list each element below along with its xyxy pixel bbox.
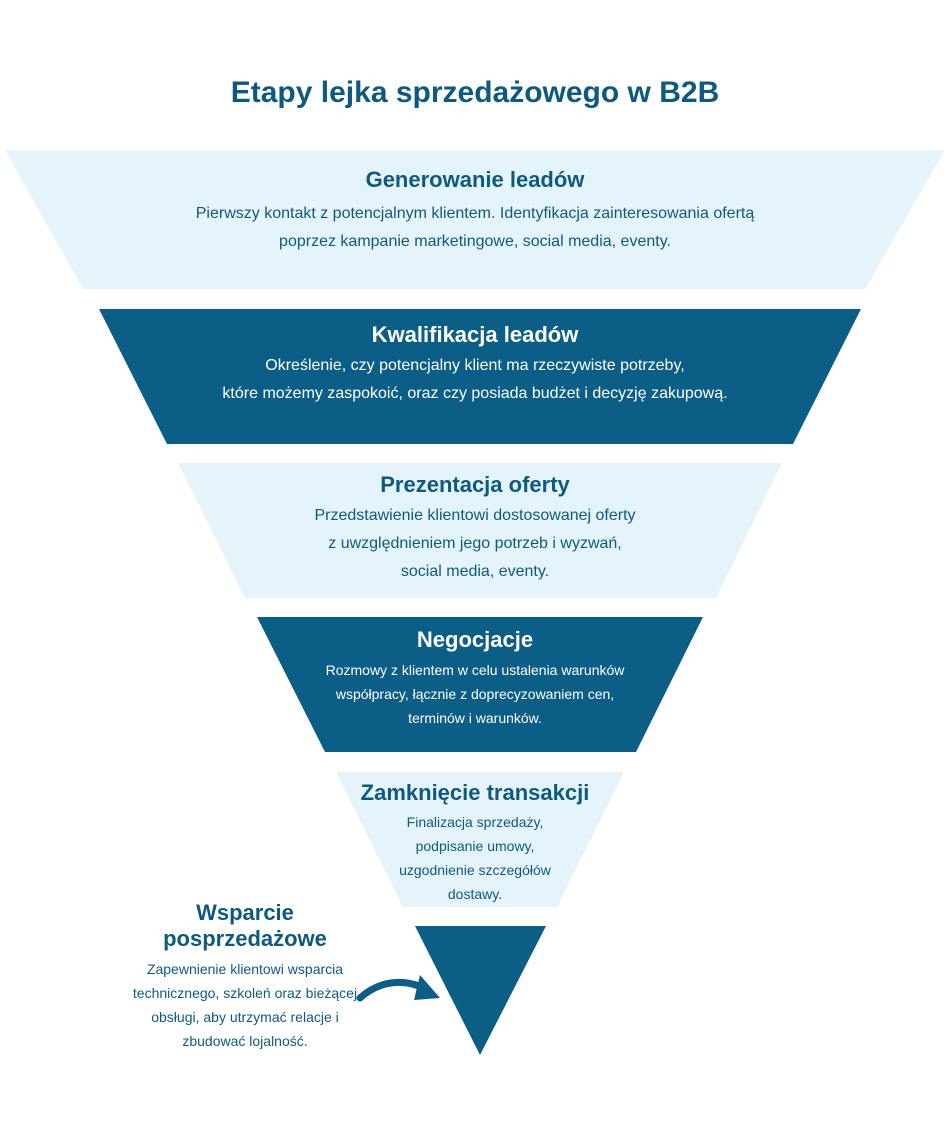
stage-heading: Wsparcie posprzedażowe: [100, 900, 390, 952]
funnel-tip-triangle: [415, 926, 546, 1055]
desc-line: Rozmowy z klientem w celu ustalenia waru…: [325, 662, 625, 678]
desc-line: z uwzględnieniem jego potrzeb i wyzwań,: [328, 535, 622, 552]
page-title: Etapy lejka sprzedażowego w B2B: [230, 76, 720, 109]
desc-line: uzgodnienie szczegółów: [399, 862, 551, 878]
desc-line: podpisanie umowy,: [415, 838, 535, 854]
desc-line: poprzez kampanie marketingowe, social me…: [279, 233, 671, 250]
funnel-band-2: [99, 309, 861, 444]
funnel-band-4: [257, 617, 703, 752]
desc-line: współpracy, łącznie z doprecyzowaniem ce…: [335, 686, 615, 702]
desc-line: obsługi, aby utrzymać relacje i: [151, 1009, 339, 1025]
desc-line: terminów i warunków.: [408, 710, 542, 726]
desc-line: zbudować lojalność.: [182, 1033, 308, 1049]
stage-heading: Kwalifikacja leadów: [371, 322, 579, 347]
desc-line: które możemy zaspokoić, oraz czy posiada…: [222, 385, 728, 402]
heading-line: posprzedażowe: [163, 926, 327, 951]
heading-line: Wsparcie: [196, 900, 294, 925]
desc-line: Zapewnienie klientowi wsparcia: [146, 961, 344, 977]
funnel-band-1: [5, 150, 945, 289]
stage-heading: Negocjacje: [416, 627, 534, 652]
desc-line: Przedstawienie klientowi dostosowanej of…: [314, 507, 636, 524]
desc-line: Pierwszy kontakt z potencjalnym klientem…: [195, 205, 755, 222]
desc-line: social media, eventy.: [400, 563, 550, 580]
stage-description: Przedstawienie klientowi dostosowanej of…: [0, 502, 950, 586]
stage-heading: Zamknięcie transakcji: [360, 780, 590, 805]
desc-line: technicznego, szkoleń oraz bieżącej: [132, 985, 358, 1001]
stage-description: Finalizacja sprzedaży, podpisanie umowy,…: [0, 810, 950, 906]
desc-line: dostawy.: [447, 886, 503, 902]
stage-description: Zapewnienie klientowi wsparcia techniczn…: [100, 957, 390, 1053]
stage-description: Określenie, czy potencjalny klient ma rz…: [0, 352, 950, 408]
desc-line: Finalizacja sprzedaży,: [406, 814, 544, 830]
stage-description: Pierwszy kontakt z potencjalnym klientem…: [0, 200, 950, 256]
desc-line: Określenie, czy potencjalny klient ma rz…: [265, 357, 685, 374]
funnel-band-3: [178, 463, 782, 598]
stage-heading: Generowanie leadów: [365, 167, 585, 192]
stage-heading: Prezentacja oferty: [380, 472, 570, 497]
funnel-band-5: [336, 772, 624, 907]
stage-description: Rozmowy z klientem w celu ustalenia waru…: [0, 658, 950, 730]
curved-arrow-icon: [356, 975, 440, 1002]
